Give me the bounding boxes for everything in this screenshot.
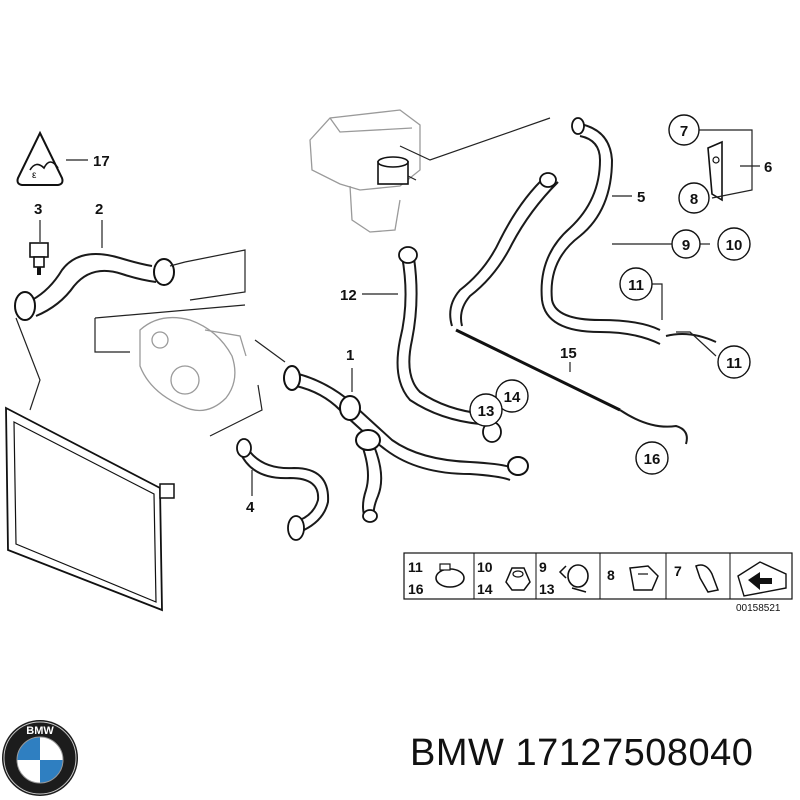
callout-11-top: 11 (628, 277, 644, 294)
callout-10-circle: 10 (717, 227, 751, 261)
legend-14: 14 (477, 581, 493, 597)
callout-9-circle: 9 (671, 229, 701, 259)
callout-6: 6 (764, 159, 772, 176)
callout-13-circle: 13 (469, 393, 503, 427)
callout-11-bottom: 11 (726, 355, 742, 372)
clip-icon (629, 565, 659, 591)
callout-7: 7 (680, 123, 688, 140)
callout-8-circle: 8 (678, 182, 710, 214)
expansion-tank-part (309, 109, 421, 233)
legend-10: 10 (477, 559, 493, 575)
legend-13: 13 (539, 581, 555, 597)
hose-12 (396, 246, 502, 443)
hose-4 (236, 438, 330, 541)
legend-7: 7 (674, 563, 682, 579)
bracket-part (707, 140, 723, 202)
hose-5 (540, 117, 717, 345)
radiator-part (5, 406, 175, 612)
svg-text:ε: ε (32, 170, 37, 181)
hose-clamp-icon (435, 563, 465, 588)
svg-text:BMW: BMW (26, 725, 54, 737)
legend-16: 16 (408, 581, 424, 597)
callout-15: 15 (560, 345, 577, 362)
diagram-code: 00158521 (736, 603, 781, 614)
callout-16: 16 (644, 451, 661, 468)
callout-7-circle: 7 (668, 114, 700, 146)
callout-1: 1 (346, 347, 354, 364)
water-pump-engine-part (139, 316, 247, 412)
callout-16-circle: 16 (635, 441, 669, 475)
legend-8: 8 (607, 567, 615, 583)
vent-hose (449, 172, 559, 327)
callout-11b-circle: 11 (717, 345, 751, 379)
legend-11: 11 (408, 559, 423, 575)
callout-14-circle: 14 (495, 379, 529, 413)
pipe-15 (455, 328, 688, 445)
warning-triangle-icon: ε (16, 130, 64, 186)
spring-clamp-icon (558, 564, 589, 593)
callout-8: 8 (690, 191, 698, 208)
callout-17: 17 (93, 153, 110, 170)
arrow-icon (737, 561, 787, 597)
hose-1 (283, 365, 529, 523)
bmw-logo-icon: BMW (2, 720, 78, 796)
callout-2: 2 (95, 201, 103, 218)
callout-14: 14 (504, 389, 521, 406)
brand-part-number: BMW 17127508040 (410, 732, 753, 775)
callout-5: 5 (637, 189, 645, 206)
nut-icon (505, 567, 531, 591)
hose-2 (14, 253, 186, 321)
callout-11a-circle: 11 (619, 267, 653, 301)
clamp-legend: 11 16 10 14 9 13 8 7 (403, 552, 793, 600)
callout-12: 12 (340, 287, 357, 304)
callout-10: 10 (726, 237, 743, 254)
callout-9: 9 (682, 237, 690, 254)
legend-9: 9 (539, 559, 547, 575)
callout-3: 3 (34, 201, 42, 218)
holder-icon (695, 564, 720, 593)
temperature-sensor-part (29, 242, 49, 275)
callout-4: 4 (246, 499, 255, 516)
callout-13: 13 (478, 403, 495, 420)
part-number: 17127508040 (515, 732, 754, 774)
brand-name: BMW (410, 732, 505, 774)
